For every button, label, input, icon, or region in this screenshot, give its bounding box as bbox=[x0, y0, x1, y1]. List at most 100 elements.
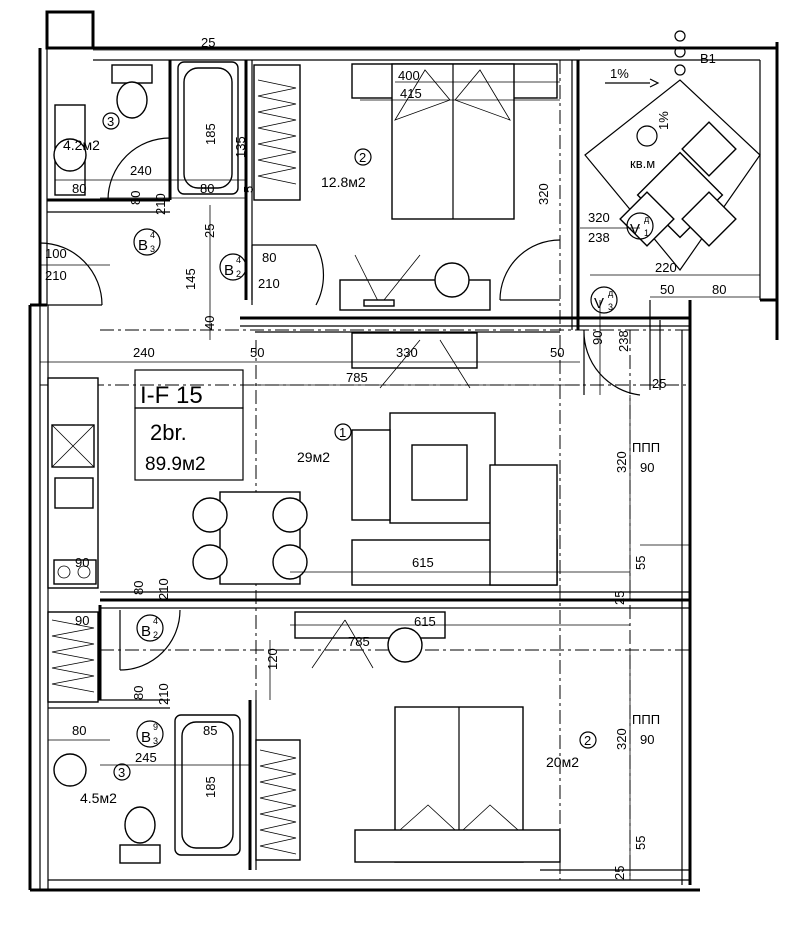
dim-label: 80 bbox=[200, 181, 214, 196]
dim-label: 320 bbox=[614, 728, 629, 750]
window-tags: ППП 90 ППП 90 bbox=[632, 440, 660, 747]
door-tag: B 4 2 bbox=[136, 614, 164, 642]
svg-text:B: B bbox=[138, 237, 148, 254]
dim-label: 50 bbox=[250, 345, 264, 360]
dim-label: 320 bbox=[536, 183, 551, 205]
svg-text:4: 4 bbox=[236, 255, 241, 265]
svg-text:3: 3 bbox=[150, 244, 155, 254]
svg-text:1: 1 bbox=[644, 228, 649, 238]
svg-text:B: B bbox=[141, 729, 151, 746]
terrace-chair-2 bbox=[681, 191, 737, 247]
dim-label: 55 bbox=[633, 556, 648, 570]
chair-top bbox=[434, 262, 470, 298]
dim-label: 238 bbox=[588, 230, 610, 245]
dim-label: 25 bbox=[612, 866, 627, 880]
sink-top bbox=[53, 138, 87, 172]
door-tags: B 4 3 B 4 2 V д 1 V д 3 B 4 2 bbox=[133, 212, 654, 748]
dim-label: 90 bbox=[590, 331, 605, 345]
door-swings bbox=[39, 137, 641, 671]
terrace-annotations: 1% 1% кв.м В1 bbox=[605, 30, 716, 171]
room-bath-top-number: 3 bbox=[107, 114, 114, 129]
svg-text:2: 2 bbox=[236, 269, 241, 279]
dim-label: 5 bbox=[241, 186, 256, 193]
dim-label: 785 bbox=[348, 634, 370, 649]
dining-chair-2 bbox=[272, 497, 308, 533]
dining-chair-3 bbox=[192, 544, 228, 580]
dim-label: 85 bbox=[203, 723, 217, 738]
svg-text:V: V bbox=[594, 295, 604, 312]
dim-label: 80 bbox=[128, 191, 143, 205]
dimension-text: 25 400 415 185 135 240 80 80 5 80 210 10… bbox=[45, 35, 726, 880]
terrace-chair-1 bbox=[681, 121, 737, 177]
dim-label: 615 bbox=[412, 555, 434, 570]
room-bed-bot-number: 2 bbox=[584, 733, 591, 748]
dim-label: 320 bbox=[588, 210, 610, 225]
dim-label: 55 bbox=[633, 836, 648, 850]
toilet-bottom-tank bbox=[119, 844, 161, 864]
dim-label: 25 bbox=[202, 224, 217, 238]
terrace-area-label: кв.м bbox=[630, 156, 655, 171]
dim-label: 210 bbox=[258, 276, 280, 291]
terrace-drain: В1 bbox=[700, 51, 716, 66]
dim-label: 185 bbox=[203, 123, 218, 145]
dining-chair-1 bbox=[192, 497, 228, 533]
dimension-lines bbox=[40, 49, 760, 880]
dim-label: 415 bbox=[400, 86, 422, 101]
dim-label: 330 bbox=[396, 345, 418, 360]
dim-label: 238 bbox=[616, 330, 631, 352]
headboard-bottom bbox=[354, 829, 561, 863]
sofa-chaise bbox=[489, 464, 558, 586]
svg-text:д: д bbox=[608, 288, 614, 298]
window-tag-line2: 90 bbox=[640, 460, 654, 475]
terrace-slope-a: 1% bbox=[610, 66, 629, 81]
dim-label: 25 bbox=[612, 591, 627, 605]
bathtub-bottom-inner bbox=[181, 721, 234, 849]
unit-area: 89.9м2 bbox=[145, 454, 206, 475]
dining-chair-4 bbox=[272, 544, 308, 580]
svg-text:B: B bbox=[224, 262, 234, 279]
dim-label: 145 bbox=[183, 268, 198, 290]
dim-label: 80 bbox=[72, 723, 86, 738]
dim-label: 135 bbox=[233, 136, 248, 158]
toilet-top-tank bbox=[111, 64, 153, 84]
door-tag: B 4 2 bbox=[219, 253, 247, 281]
terrace-chair-3 bbox=[619, 191, 675, 247]
dim-label: 210 bbox=[45, 268, 67, 283]
svg-text:4: 4 bbox=[153, 616, 158, 626]
svg-text:B: B bbox=[141, 623, 151, 640]
window-tag-line1: ППП bbox=[632, 712, 660, 727]
svg-text:д: д bbox=[644, 214, 650, 224]
svg-text:9: 9 bbox=[153, 722, 158, 732]
dim-label: 245 bbox=[135, 750, 157, 765]
dim-label: 50 bbox=[550, 345, 564, 360]
dim-label: 615 bbox=[414, 614, 436, 629]
toilet-bottom-bowl bbox=[124, 806, 156, 844]
dim-label: 90 bbox=[75, 555, 89, 570]
room-living-number: 1 bbox=[339, 425, 346, 440]
dim-label: 210 bbox=[156, 683, 171, 705]
door-tag: B 9 3 bbox=[136, 720, 164, 748]
dim-label: 80 bbox=[72, 181, 86, 196]
coffee-table bbox=[411, 444, 468, 501]
dim-label: 120 bbox=[265, 648, 280, 670]
door-tag: V д 1 bbox=[626, 212, 654, 240]
dim-label: 320 bbox=[614, 451, 629, 473]
dim-label: 240 bbox=[130, 163, 152, 178]
armchair bbox=[351, 429, 391, 521]
chair-bottom bbox=[387, 627, 423, 663]
wardrobe-bottom bbox=[255, 739, 301, 861]
window-tag-line1: ППП bbox=[632, 440, 660, 455]
unit-label: I-F 15 2br. 89.9м2 bbox=[134, 369, 244, 481]
room-living-area: 29м2 bbox=[297, 449, 330, 465]
svg-text:V: V bbox=[630, 221, 640, 238]
room-bath-bot-area: 4.5м2 bbox=[80, 790, 117, 806]
dim-label: 40 bbox=[202, 316, 217, 330]
svg-text:2: 2 bbox=[153, 630, 158, 640]
room-labels: 3 4.2м2 2 12.8м2 1 29м2 3 4.5м2 2 20м2 bbox=[63, 112, 597, 806]
dim-label: 210 bbox=[153, 193, 168, 215]
door-tag: V д 3 bbox=[590, 286, 618, 314]
bathtub-top-inner bbox=[183, 67, 233, 189]
dim-label: 185 bbox=[203, 776, 218, 798]
room-bath-bot-number: 3 bbox=[118, 765, 125, 780]
dim-label: 25 bbox=[201, 35, 215, 50]
